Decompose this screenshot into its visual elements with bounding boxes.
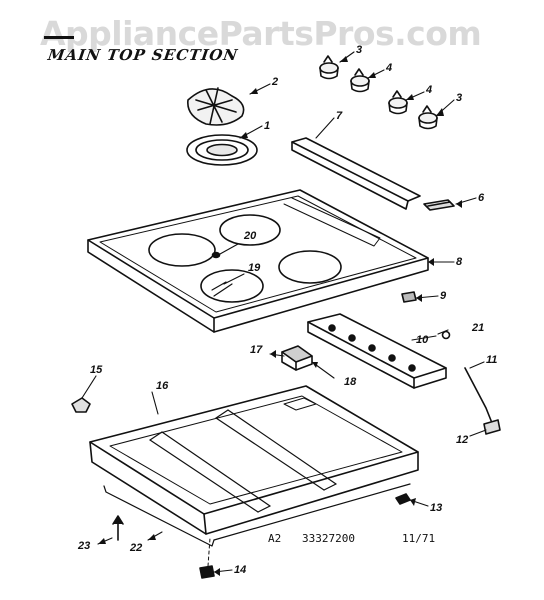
callout-9: 9 <box>440 290 447 302</box>
footer-code: A2 <box>268 532 282 545</box>
callout-8: 8 <box>456 256 463 268</box>
part-foot <box>199 537 215 579</box>
callout-19: 19 <box>248 262 261 274</box>
part-knob-3 <box>388 90 408 115</box>
part-trim-strip <box>291 137 421 210</box>
arrowheads <box>98 56 462 576</box>
part-bottom-plate <box>103 483 411 547</box>
callout-17: 17 <box>250 344 263 356</box>
part-clip-small <box>395 493 411 505</box>
footer-part-number: 33327200 <box>302 532 355 545</box>
part-knob-4 <box>418 105 438 130</box>
callout-20: 20 <box>244 230 257 242</box>
part-knob-2 <box>350 68 370 93</box>
callout-3b: 3 <box>456 92 463 104</box>
callout-15: 15 <box>90 364 103 376</box>
part-nut <box>441 330 451 340</box>
part-bracket <box>423 199 455 211</box>
callout-16: 16 <box>156 380 169 392</box>
part-rod <box>464 367 501 435</box>
part-switch <box>281 345 313 371</box>
part-main-top <box>87 189 429 333</box>
callout-14: 14 <box>234 564 247 576</box>
callout-12: 12 <box>456 434 469 446</box>
callout-3a: 3 <box>356 44 363 56</box>
watermark: AppliancePartsPros.com <box>40 14 482 53</box>
callout-1: 1 <box>264 120 271 132</box>
callout-2: 2 <box>272 76 279 88</box>
callout-18: 18 <box>344 376 357 388</box>
callout-10: 10 <box>416 334 429 346</box>
part-control-panel <box>307 313 447 389</box>
callout-6: 6 <box>478 192 485 204</box>
part-23-arrow <box>112 515 124 541</box>
callout-23: 23 <box>78 540 91 552</box>
footer-date: 11/71 <box>402 532 436 545</box>
part-drip-bowl <box>186 134 258 166</box>
callout-4b: 4 <box>426 84 433 96</box>
callout-11: 11 <box>486 354 498 366</box>
callout-21: 21 <box>472 322 485 334</box>
part-burner-cap <box>187 87 245 126</box>
callout-22: 22 <box>130 542 143 554</box>
callout-7: 7 <box>336 110 343 122</box>
part-knob-1 <box>319 55 339 80</box>
part-bottom-pan <box>89 385 419 535</box>
part-screw <box>71 397 91 413</box>
title-bar <box>44 36 74 39</box>
callout-4a: 4 <box>386 62 393 74</box>
callout-13: 13 <box>430 502 443 514</box>
part-clip <box>401 291 417 303</box>
